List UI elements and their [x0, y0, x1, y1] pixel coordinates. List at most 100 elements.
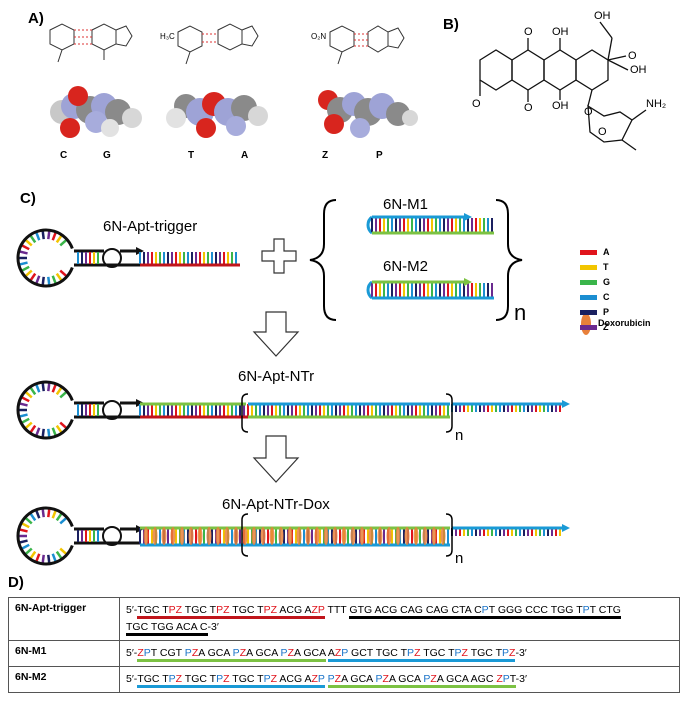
doxorubicin-molecule [395, 527, 401, 545]
dox-oh-top: OH [552, 26, 569, 38]
dox-tick [20, 543, 30, 551]
trigger-tick [34, 231, 41, 241]
space-filling-zp [318, 90, 418, 138]
m2-top-strand-arrowhead [464, 278, 472, 286]
trigger-tick [41, 276, 45, 286]
doxorubicin-molecule [242, 527, 248, 545]
doxorubicin-molecule [170, 527, 176, 545]
doxorubicin-molecule [251, 527, 257, 545]
dox-tick [55, 550, 63, 560]
ntr-loop [16, 380, 74, 440]
ntr-tick [29, 386, 37, 396]
trigger-tick [29, 272, 37, 282]
dox-o-bottom: O [524, 102, 533, 114]
doxorubicin-molecule [188, 527, 194, 545]
methyl-label: H₃C [160, 32, 175, 41]
pair-label-c: C [60, 150, 68, 161]
ntr-tick [41, 428, 45, 438]
ntr-overhang-strand-arrowhead [562, 400, 570, 408]
sequence-cell-m1: 5′-ZPT CGT PZA GCA PZA GCA PZA GCA AZP G… [119, 640, 680, 667]
ntr-bulge [102, 400, 122, 420]
ntr-tick [51, 427, 58, 437]
legend-g: G [580, 277, 610, 287]
doxorubicin-molecule [359, 527, 365, 545]
ntr-tick [20, 417, 30, 425]
dox-n-label: n [455, 550, 464, 567]
base-pair-cg-structure [49, 23, 133, 63]
ntr-tick [18, 413, 28, 418]
doxorubicin-label: Doxorubicin [598, 318, 651, 328]
sequence-table: 6N-Apt-trigger 5′-TGC TPZ TGC TPZ TGC TP… [8, 597, 680, 693]
dox-o-ring: O [598, 126, 607, 138]
dox-tick [55, 512, 63, 522]
trigger-tick [24, 238, 33, 247]
dox-oh-ring: OH [630, 64, 647, 76]
trigger-top-arrow-arrowhead [136, 247, 144, 255]
dox-tick [51, 553, 58, 563]
legend-swatch-p [580, 309, 597, 315]
dox-tick [41, 554, 45, 564]
ntr-tick [24, 390, 33, 399]
doxorubicin-molecule [287, 527, 293, 545]
legend-p: P [580, 307, 609, 317]
dox-o-glycoside: O [584, 106, 593, 118]
panel-b-label: B) [443, 16, 459, 33]
m1-hairpin-loop [366, 215, 374, 235]
trigger-tick [51, 231, 58, 241]
dox-tick [51, 509, 58, 519]
dox-left-bracket [241, 513, 249, 557]
pair-label-g: G [103, 150, 111, 161]
pair-label-z: Z [322, 150, 329, 161]
dox-o-ketone: O [628, 50, 637, 62]
doxorubicin-molecule [206, 527, 212, 545]
ntr-tick [18, 402, 28, 407]
dox-bulge [102, 526, 122, 546]
panel-a-label: A) [28, 10, 44, 27]
pair-label-p: P [376, 150, 383, 161]
legend-swatch-t [580, 264, 597, 270]
dox-right-bracket [445, 513, 453, 557]
trigger-tick [20, 243, 30, 251]
doxorubicin-molecule [350, 527, 356, 545]
table-row: 6N-M1 5′-ZPT CGT PZA GCA PZA GCA PZA GCA… [8, 640, 680, 667]
dox-tick [18, 528, 28, 533]
legend-swatch-g [580, 279, 597, 285]
down-arrow-1 [252, 311, 300, 357]
doxorubicin-molecule [233, 527, 239, 545]
doxorubicin-molecule [314, 527, 320, 545]
trigger-tick [47, 276, 51, 286]
doxorubicin-molecule [413, 527, 419, 545]
doxorubicin-molecule [368, 527, 374, 545]
doxorubicin-molecule [197, 527, 203, 545]
panel-c-label: C) [20, 190, 36, 207]
doxorubicin-molecule [404, 527, 410, 545]
ntr-tick [59, 390, 68, 399]
dox-oh-bottom: OH [552, 100, 569, 112]
row-name: 6N-M1 [8, 640, 120, 667]
ntr-tick [47, 382, 51, 392]
pair-label-t: T [188, 150, 195, 161]
trigger-tick [20, 265, 30, 273]
dox-o-methoxy: O [472, 98, 481, 110]
trigger-label: 6N-Apt-trigger [103, 218, 198, 235]
doxorubicin-molecule [440, 527, 446, 545]
ntr-right-bracket [445, 393, 453, 433]
trigger-tick [18, 261, 28, 266]
dox-tick [59, 516, 68, 525]
m2-hairpin-loop [366, 280, 374, 300]
doxorubicin-molecule [296, 527, 302, 545]
trigger-tick [47, 230, 51, 240]
ntr-tick [20, 395, 30, 403]
dox-tick [59, 547, 68, 556]
legend-swatch-z [580, 324, 597, 330]
m1-label: 6N-M1 [383, 196, 429, 213]
legend-t: T [580, 262, 609, 272]
left-curly-brace [309, 199, 337, 321]
doxorubicin-molecule [152, 527, 158, 545]
ntr-tick [34, 383, 41, 393]
dox-overhang-strand-arrowhead [562, 524, 570, 532]
ntr-tick [55, 424, 63, 434]
doxorubicin-molecule [305, 527, 311, 545]
sequence-cell-m2: 5′-TGC TPZ TGC TPZ TGC TPZ ACG AZP PZA G… [119, 666, 680, 693]
